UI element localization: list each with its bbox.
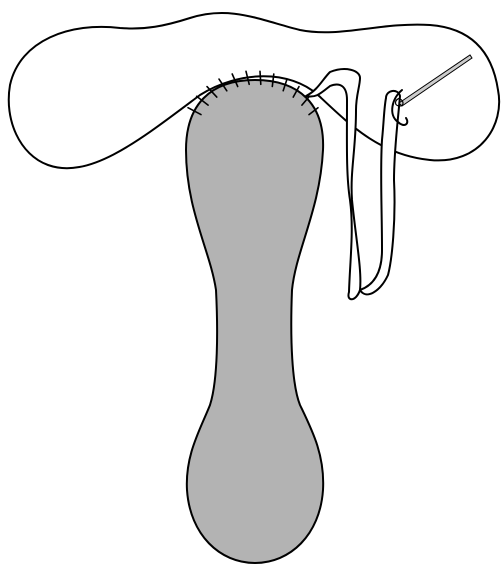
grey-body xyxy=(186,80,323,563)
suture-stitch xyxy=(260,71,261,84)
